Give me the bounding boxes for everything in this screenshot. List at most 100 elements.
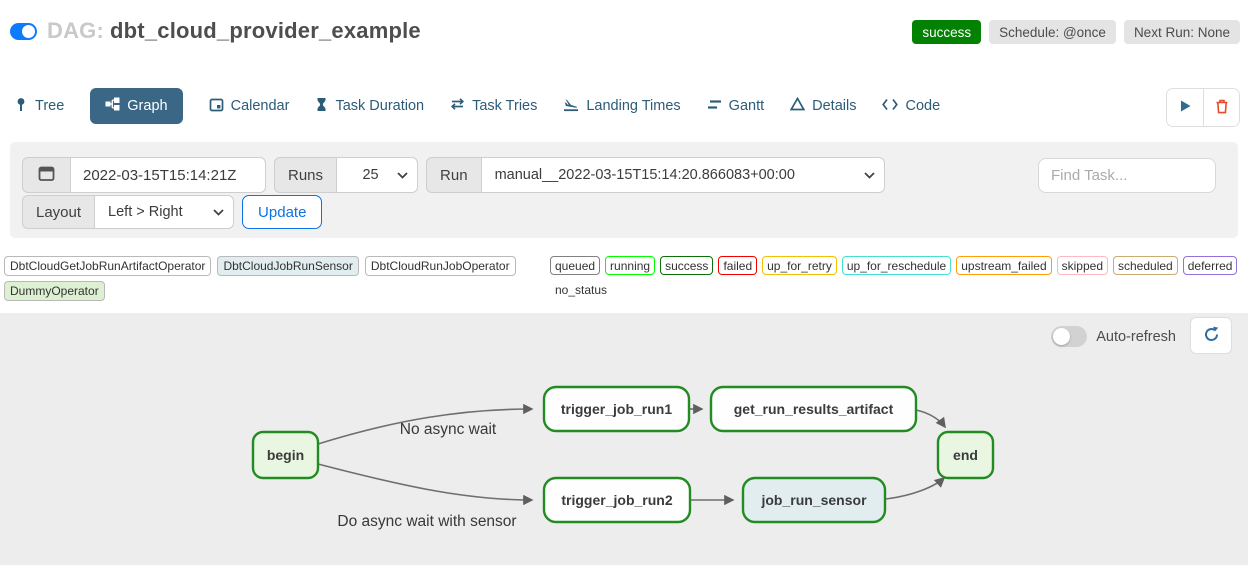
runs-count-group: Runs 25 xyxy=(274,157,419,193)
edge-begin-trigger2 xyxy=(317,463,534,506)
header-badges: success Schedule: @once Next Run: None xyxy=(912,20,1240,44)
calendar-icon xyxy=(209,97,224,116)
node-label: end xyxy=(953,447,978,463)
operator-badge: DummyOperator xyxy=(4,281,105,301)
auto-refresh-control: Auto-refresh xyxy=(1051,326,1176,347)
status-badge-no-status: no_status xyxy=(550,280,613,299)
status-badge-success: success xyxy=(660,256,714,275)
status-badge-up-for-retry: up_for_retry xyxy=(762,256,837,275)
node-label: job_run_sensor xyxy=(760,492,867,508)
dag-action-buttons xyxy=(1166,88,1240,127)
dag-node-job-run-sensor[interactable]: job_run_sensor xyxy=(741,476,887,524)
status-badge-scheduled: scheduled xyxy=(1113,256,1178,275)
edge-artifact-end xyxy=(915,409,946,429)
calendar-icon xyxy=(38,165,55,186)
dag-node-end[interactable]: end xyxy=(936,430,995,480)
plane-landing-icon xyxy=(563,97,579,116)
runs-count-value: 25 xyxy=(362,167,379,183)
chevron-down-icon xyxy=(397,167,408,183)
node-label: begin xyxy=(267,447,304,463)
tab-tree[interactable]: Tree xyxy=(14,88,64,125)
dag-label: DAG: xyxy=(47,18,105,43)
status-badge-up-for-reschedule: up_for_reschedule xyxy=(841,256,952,275)
toggle-knob xyxy=(1053,328,1071,345)
datepicker-button[interactable] xyxy=(22,157,70,193)
runs-label: Runs xyxy=(274,157,337,193)
status-badge: success xyxy=(912,20,982,44)
dag-graph-panel: No async wait Do async wait with sensor … xyxy=(0,313,1248,565)
graph-nodes-icon xyxy=(105,97,120,115)
schedule-badge: Schedule: @once xyxy=(989,20,1116,44)
graph-filter-panel: Runs 25 Run manual__2022-03-15T15:14:20.… xyxy=(10,142,1238,238)
status-badge-skipped: skipped xyxy=(1056,256,1108,275)
dag-node-begin[interactable]: begin xyxy=(251,430,320,480)
toggle-knob xyxy=(22,24,35,38)
layout-value: Left > Right xyxy=(108,204,183,220)
trash-icon xyxy=(1215,99,1229,117)
find-task-input[interactable] xyxy=(1038,157,1216,193)
node-label: trigger_job_run1 xyxy=(561,401,672,417)
tab-label: Gantt xyxy=(728,98,765,114)
tab-label: Landing Times xyxy=(586,98,681,114)
edge-label-top: No async wait xyxy=(400,421,497,438)
trigger-dag-button[interactable] xyxy=(1167,89,1203,126)
dag-node-get-run-results-artifact[interactable]: get_run_results_artifact xyxy=(709,385,918,433)
dag-run-select[interactable]: manual__2022-03-15T15:14:20.866083+00:00 xyxy=(480,157,885,193)
edge-begin-trigger1 xyxy=(317,403,534,445)
play-icon xyxy=(1179,99,1192,116)
layout-select[interactable]: Left > Right xyxy=(94,195,235,229)
legend: DbtCloudGetJobRunArtifactOperator DbtClo… xyxy=(4,256,1246,301)
dag-node-trigger-job-run2[interactable]: trigger_job_run2 xyxy=(542,476,692,524)
tab-label: Details xyxy=(812,98,857,114)
dag-run-value: manual__2022-03-15T15:14:20.866083+00:00 xyxy=(494,167,795,183)
tab-gantt[interactable]: Gantt xyxy=(707,89,764,124)
tab-code[interactable]: Code xyxy=(882,89,940,124)
runs-count-select[interactable]: 25 xyxy=(336,157,419,193)
status-badge-upstream-failed: upstream_failed xyxy=(956,256,1052,275)
operator-badge: DbtCloudRunJobOperator xyxy=(364,256,516,276)
tab-task-duration[interactable]: Task Duration xyxy=(315,88,424,125)
edge-label-bottom: Do async wait with sensor xyxy=(337,513,516,530)
view-tabs: Tree Graph Calendar Task Duration Task T… xyxy=(14,85,940,127)
dag-node-trigger-job-run1[interactable]: trigger_job_run1 xyxy=(542,385,691,433)
tab-graph[interactable]: Graph xyxy=(90,88,183,124)
refresh-icon xyxy=(1203,326,1220,346)
layout-group: Layout Left > Right xyxy=(22,195,235,229)
layout-label: Layout xyxy=(22,195,95,229)
dag-header: DAG:dbt_cloud_provider_example success S… xyxy=(0,0,1248,62)
dag-pause-toggle[interactable] xyxy=(10,22,37,40)
tab-task-tries[interactable]: Task Tries xyxy=(450,88,537,124)
update-button[interactable]: Update xyxy=(242,195,323,229)
dag-name: dbt_cloud_provider_example xyxy=(110,18,421,43)
tab-landing-times[interactable]: Landing Times xyxy=(563,88,681,125)
refresh-button[interactable] xyxy=(1190,317,1232,354)
tab-label: Task Duration xyxy=(335,98,425,114)
auto-refresh-label: Auto-refresh xyxy=(1096,328,1176,345)
tab-calendar[interactable]: Calendar xyxy=(209,88,289,125)
tab-details[interactable]: Details xyxy=(789,88,857,124)
status-badge-running: running xyxy=(605,256,656,275)
status-badge-failed: failed xyxy=(718,256,758,275)
execution-date-group xyxy=(22,157,266,193)
triangle-icon xyxy=(789,96,806,115)
tree-pin-icon xyxy=(14,97,28,116)
auto-refresh-toggle[interactable] xyxy=(1051,326,1088,347)
operator-legend: DbtCloudGetJobRunArtifactOperator DbtClo… xyxy=(4,256,550,301)
delete-dag-button[interactable] xyxy=(1203,89,1239,126)
operator-badge: DbtCloudGetJobRunArtifactOperator xyxy=(4,256,212,276)
gantt-bars-icon xyxy=(707,98,722,115)
chevron-down-icon xyxy=(863,167,875,183)
code-brackets-icon xyxy=(882,98,899,115)
dag-graph-svg: No async wait Do async wait with sensor … xyxy=(251,385,995,530)
node-label: get_run_results_artifact xyxy=(734,401,894,417)
status-legend: queued running success failed up_for_ret… xyxy=(550,256,1246,299)
execution-date-input[interactable] xyxy=(70,157,266,193)
tab-label: Code xyxy=(905,98,941,114)
tab-label: Task Tries xyxy=(472,98,538,114)
status-badge-queued: queued xyxy=(550,256,601,275)
chevron-down-icon xyxy=(213,204,224,220)
tab-label: Tree xyxy=(35,98,65,114)
operator-badge: DbtCloudJobRunSensor xyxy=(217,256,359,276)
dag-run-group: Run manual__2022-03-15T15:14:20.866083+0… xyxy=(426,157,885,193)
repeat-icon xyxy=(450,97,465,115)
